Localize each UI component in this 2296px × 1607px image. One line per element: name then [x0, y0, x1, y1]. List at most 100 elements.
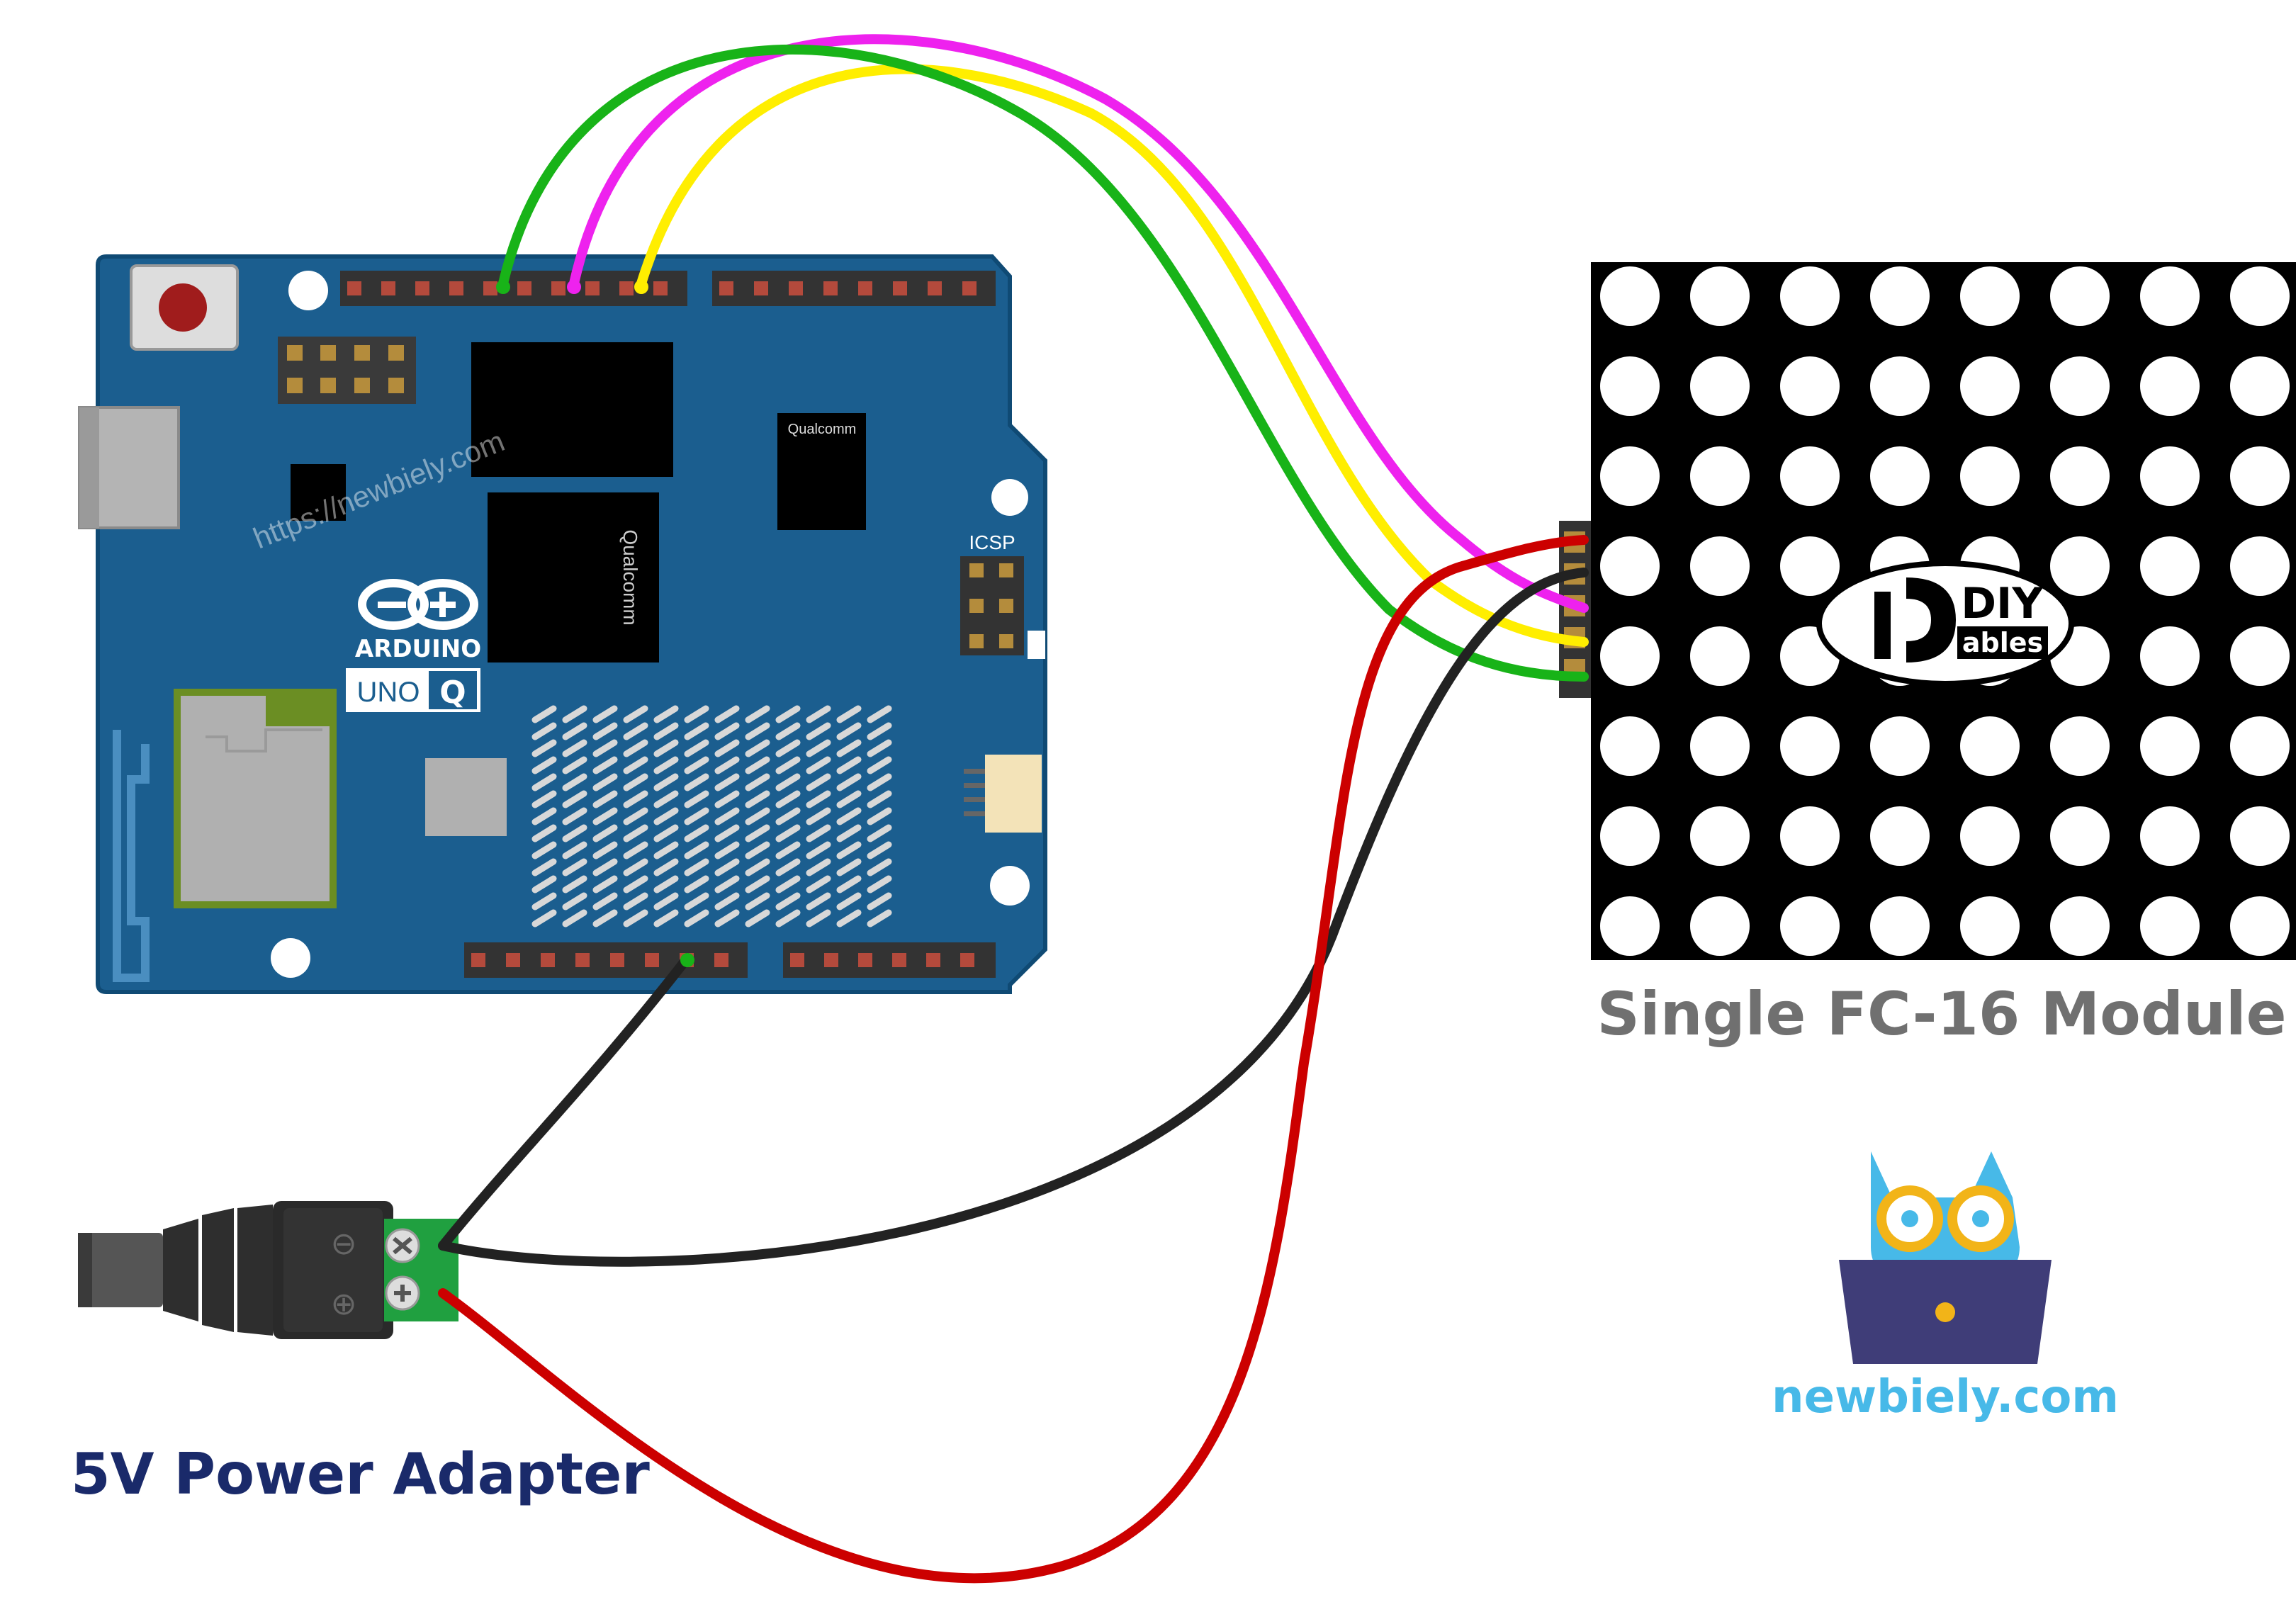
- onboard-led: [623, 756, 648, 774]
- onboard-led: [623, 773, 648, 791]
- header-pin: [926, 953, 940, 967]
- matrix-led: [1870, 716, 1930, 776]
- onboard-led: [684, 705, 709, 723]
- onboard-led: [714, 807, 740, 825]
- onboard-led: [531, 841, 557, 859]
- onboard-led: [714, 722, 740, 740]
- matrix-led: [2230, 266, 2290, 326]
- plus-marking: ⊕: [331, 1287, 357, 1321]
- onboard-led: [867, 705, 892, 723]
- onboard-led: [775, 824, 801, 842]
- matrix-led: [1690, 806, 1750, 866]
- onboard-led: [745, 705, 770, 723]
- wire-black-gnd-board: [438, 953, 692, 1251]
- matrix-led: [1960, 266, 2020, 326]
- matrix-led: [1870, 806, 1930, 866]
- header-pin: [928, 281, 942, 295]
- onboard-led: [684, 892, 709, 910]
- header-pin: [858, 953, 872, 967]
- onboard-led: [562, 790, 587, 808]
- matrix-led: [1690, 356, 1750, 416]
- matrix-led: [1960, 806, 2020, 866]
- onboard-led: [714, 705, 740, 723]
- matrix-led: [1960, 446, 2020, 506]
- wire-magenta-clk: [569, 34, 1589, 613]
- onboard-led: [562, 722, 587, 740]
- matrix-led: [2140, 806, 2200, 866]
- onboard-led: [745, 807, 770, 825]
- chip-large-top: [471, 342, 673, 477]
- header-pin: [483, 281, 497, 295]
- onboard-led: [775, 756, 801, 774]
- chip-small: [291, 464, 346, 521]
- onboard-led: [562, 909, 587, 927]
- header-pin: [789, 281, 803, 295]
- matrix-led: [2050, 716, 2110, 776]
- onboard-led: [531, 739, 557, 757]
- uno-text: UNO: [357, 677, 420, 708]
- onboard-led: [562, 807, 587, 825]
- onboard-led: [592, 756, 618, 774]
- onboard-led: [684, 790, 709, 808]
- onboard-led: [653, 790, 679, 808]
- matrix-led: [2230, 806, 2290, 866]
- onboard-led: [592, 773, 618, 791]
- onboard-led: [623, 858, 648, 876]
- onboard-led: [806, 875, 831, 893]
- matrix-led: [2050, 896, 2110, 956]
- onboard-led: [592, 858, 618, 876]
- mounting-hole: [271, 938, 310, 978]
- onboard-led: [867, 875, 892, 893]
- onboard-led: [653, 909, 679, 927]
- onboard-led: [714, 875, 740, 893]
- onboard-led: [684, 739, 709, 757]
- onboard-led: [653, 722, 679, 740]
- onboard-led: [745, 722, 770, 740]
- onboard-led: [531, 892, 557, 910]
- onboard-led: [806, 790, 831, 808]
- onboard-led: [836, 756, 862, 774]
- onboard-led: [592, 705, 618, 723]
- onboard-led: [836, 858, 862, 876]
- onboard-led: [653, 705, 679, 723]
- barrel-jack-ribs: [163, 1205, 273, 1336]
- onboard-led: [775, 773, 801, 791]
- header-pin: [823, 281, 838, 295]
- onboard-led: [836, 807, 862, 825]
- onboard-led: [806, 773, 831, 791]
- minus-marking: ⊖: [331, 1227, 357, 1261]
- diyables-badge: DIY ables: [1816, 560, 2074, 687]
- onboard-led: [714, 824, 740, 842]
- matrix-led: [1690, 716, 1750, 776]
- onboard-led: [714, 739, 740, 757]
- arduino-brand: ARDUINO: [355, 635, 481, 663]
- matrix-led: [1870, 356, 1930, 416]
- module-title: Single FC-16 Module: [1597, 979, 2286, 1049]
- onboard-led: [592, 892, 618, 910]
- onboard-led-matrix: [528, 694, 900, 928]
- onboard-led: [775, 892, 801, 910]
- antenna-trace: [113, 730, 150, 982]
- onboard-led: [745, 790, 770, 808]
- onboard-led: [745, 824, 770, 842]
- matrix-led: [1600, 626, 1660, 686]
- header-pin: [893, 281, 907, 295]
- onboard-led: [684, 875, 709, 893]
- onboard-led: [775, 841, 801, 859]
- header-pin: [962, 281, 977, 295]
- matrix-led: [2230, 356, 2290, 416]
- onboard-led: [745, 875, 770, 893]
- onboard-led: [745, 892, 770, 910]
- onboard-led: [775, 875, 801, 893]
- onboard-led: [745, 909, 770, 927]
- header-pin: [381, 281, 395, 295]
- onboard-led: [806, 722, 831, 740]
- header-pin: [892, 953, 906, 967]
- onboard-led: [867, 739, 892, 757]
- header-pin: [551, 281, 565, 295]
- matrix-led: [2140, 266, 2200, 326]
- mounting-hole: [991, 479, 1028, 516]
- onboard-led: [836, 773, 862, 791]
- matrix-led: [2050, 446, 2110, 506]
- onboard-led: [684, 841, 709, 859]
